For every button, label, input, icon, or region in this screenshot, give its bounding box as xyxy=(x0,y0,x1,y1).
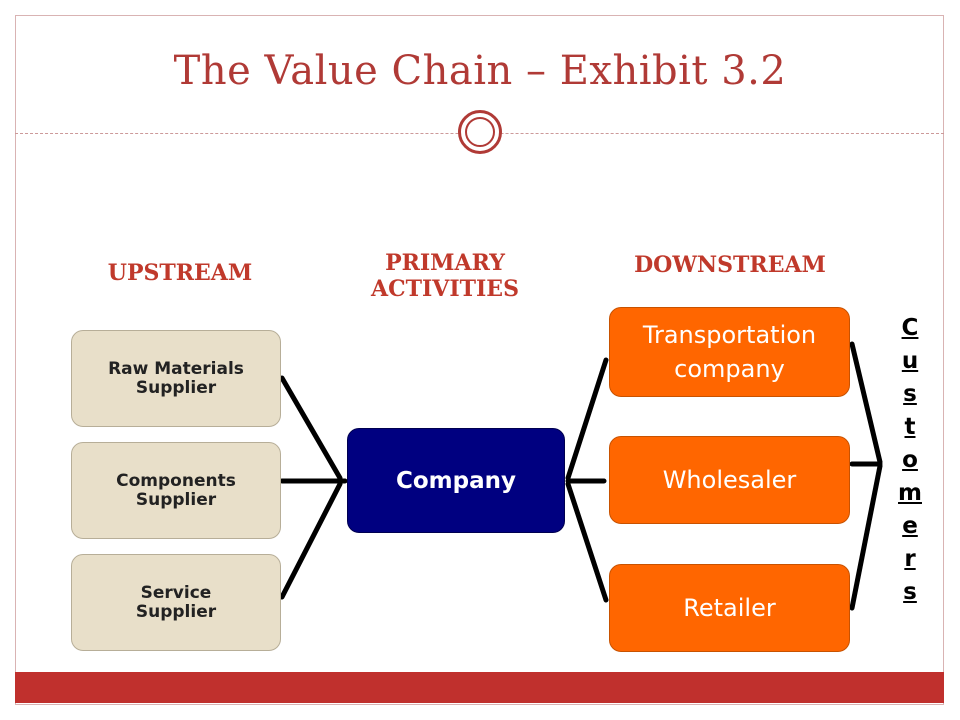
connector-company-to-retailer xyxy=(565,481,609,603)
connector-service-to-company xyxy=(279,481,343,600)
upstream-heading: UPSTREAM xyxy=(90,260,270,286)
retailer-label: Retailer xyxy=(683,594,776,622)
primary-activities-heading: PRIMARY ACTIVITIES xyxy=(340,250,550,302)
connector-retailer-to-customers xyxy=(849,463,883,611)
upstream-heading-text: UPSTREAM xyxy=(107,260,253,286)
wholesaler-label: Wholesaler xyxy=(662,466,797,494)
connector-transportation-to-customers xyxy=(849,341,883,465)
customers-letter: s xyxy=(903,381,917,407)
components-supplier-line2: Supplier xyxy=(135,489,217,510)
customers-letter: e xyxy=(902,513,918,539)
raw-materials-supplier-box: Raw Materials Supplier xyxy=(71,330,281,427)
company-box: Company xyxy=(347,428,565,533)
circle-ornament-icon xyxy=(458,110,502,154)
raw-materials-supplier-line1: Raw Materials xyxy=(108,358,244,379)
customers-letter: s xyxy=(903,579,917,605)
downstream-heading-text: DOWNSTREAM xyxy=(634,252,826,278)
company-label: Company xyxy=(396,467,516,494)
components-supplier-line1: Components xyxy=(116,470,236,491)
service-supplier-line1: Service xyxy=(140,582,212,603)
primary-heading-line2: ACTIVITIES xyxy=(371,276,519,302)
raw-materials-supplier-line2: Supplier xyxy=(135,377,217,398)
transportation-company-box: Transportation company xyxy=(609,307,850,397)
customers-vertical-label: C u s t o m e r s xyxy=(890,312,930,609)
customers-letter: t xyxy=(904,414,916,440)
connector-company-to-transportation xyxy=(565,357,609,481)
components-supplier-box: Components Supplier xyxy=(71,442,281,539)
primary-heading-line1: PRIMARY xyxy=(385,250,505,276)
customers-letter: o xyxy=(902,447,918,473)
wholesaler-box: Wholesaler xyxy=(609,436,850,524)
slide-frame xyxy=(15,15,944,705)
downstream-heading: DOWNSTREAM xyxy=(610,252,850,278)
service-supplier-box: Service Supplier xyxy=(71,554,281,651)
customers-letter: m xyxy=(898,480,922,506)
slide-title: The Value Chain – Exhibit 3.2 xyxy=(173,48,787,94)
transportation-line1: Transportation xyxy=(642,321,817,349)
footer-bar xyxy=(15,672,944,703)
retailer-box: Retailer xyxy=(609,564,850,652)
connector-raw-to-company xyxy=(279,375,343,481)
transportation-line2: company xyxy=(674,355,785,383)
service-supplier-line2: Supplier xyxy=(135,601,217,622)
customers-letter: r xyxy=(904,546,916,572)
customers-letter: u xyxy=(901,348,919,374)
customers-letter: C xyxy=(901,315,919,341)
